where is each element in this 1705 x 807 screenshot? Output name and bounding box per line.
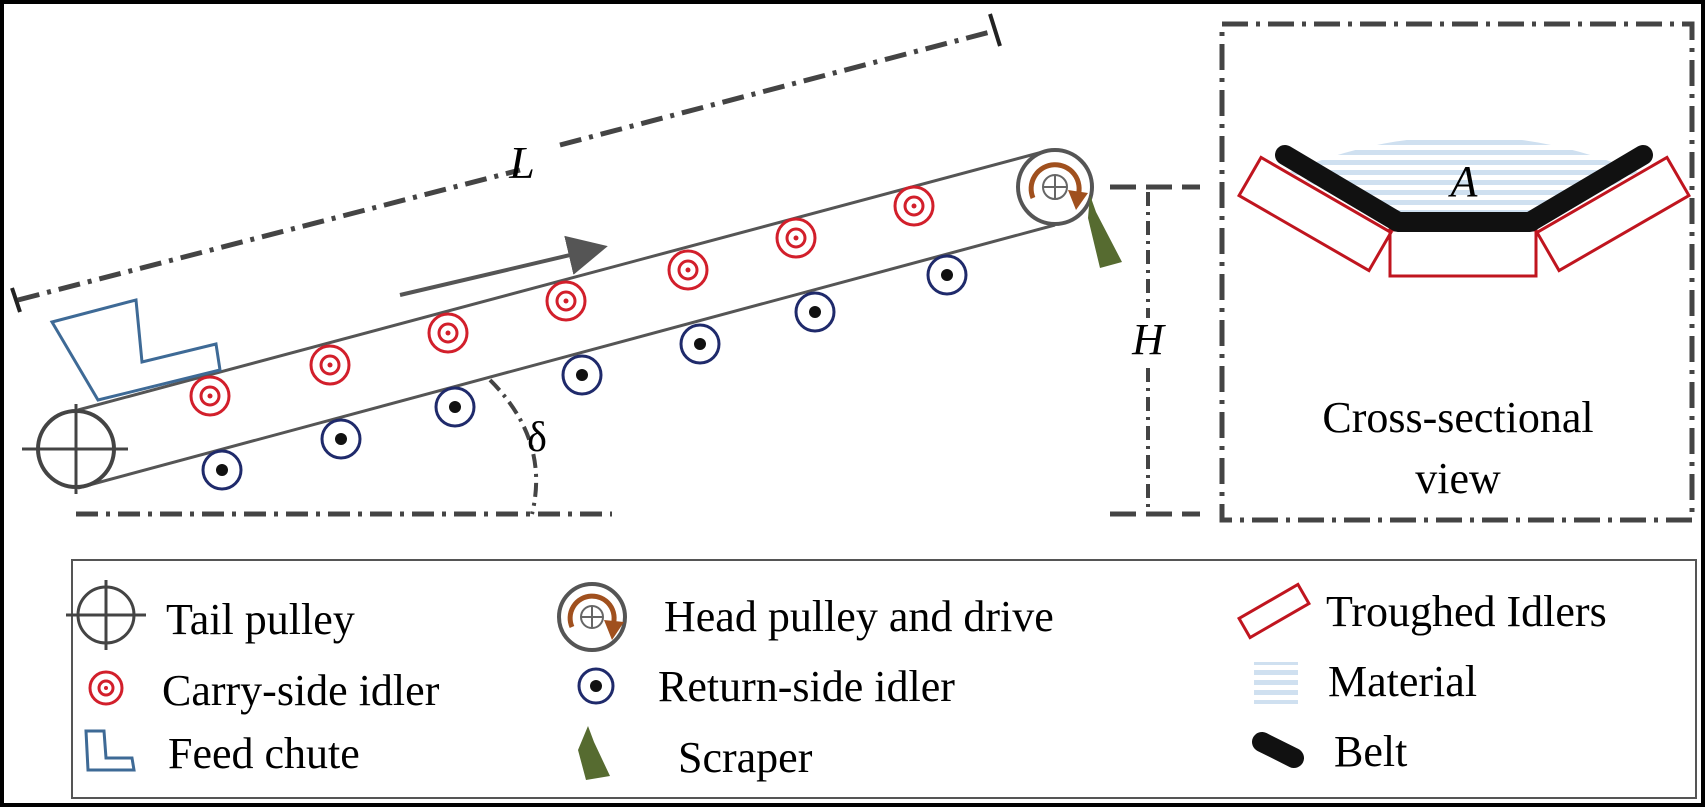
head-pulley (1016, 148, 1094, 226)
striped-square-icon (1254, 662, 1298, 704)
cross-section-title-line2: view (1415, 454, 1501, 503)
legend-scraper: Scraper (678, 733, 813, 782)
scraper (1088, 195, 1122, 268)
legend-head-pulley: Head pulley and drive (664, 592, 1054, 641)
length-label: L (508, 137, 535, 188)
crosshair-circle-icon (66, 580, 146, 650)
return-idlers (201, 254, 968, 491)
legend-material: Material (1328, 657, 1477, 706)
tail-pulley (22, 404, 128, 494)
thick-bar-icon (1252, 732, 1304, 768)
dot-ring-icon (577, 667, 615, 705)
return-idler (561, 354, 603, 396)
return-idler (320, 418, 362, 460)
cross-section-box (1219, 21, 1695, 523)
belt-cross-section (1275, 145, 1653, 232)
legend-return-idler: Return-side idler (658, 662, 955, 711)
tilted-rectangle-icon (1237, 582, 1311, 640)
belt-lines (77, 148, 1056, 490)
return-idler (679, 323, 721, 365)
legend-box (71, 559, 1697, 799)
area-label: A (1448, 157, 1479, 206)
chute-icon (84, 729, 136, 772)
direction-arrow (399, 235, 608, 297)
carry-idler (893, 185, 935, 227)
return-idler (201, 449, 243, 491)
carry-idler (667, 249, 709, 291)
cross-section-title-line1: Cross-sectional (1322, 393, 1593, 442)
carry-idler (309, 344, 351, 386)
legend-carry-idler: Carry-side idler (162, 666, 440, 715)
return-idler (434, 386, 476, 428)
length-dimension (10, 13, 1002, 313)
drive-pulley-icon (557, 582, 627, 652)
carry-idler (189, 375, 231, 417)
carry-idler (427, 312, 469, 354)
legend-tail-pulley: Tail pulley (166, 595, 355, 644)
carry-idler (545, 280, 587, 322)
legend-troughed-idlers: Troughed Idlers (1326, 587, 1607, 636)
height-label: H (1131, 315, 1166, 364)
feed-chute (49, 298, 222, 402)
angle-label: δ (527, 415, 547, 461)
return-idler (794, 291, 836, 333)
legend-feed-chute: Feed chute (168, 729, 360, 778)
return-idler (926, 254, 968, 296)
legend-belt: Belt (1334, 727, 1407, 776)
double-ring-icon (88, 670, 124, 706)
carry-idler (775, 217, 817, 259)
scraper-icon (578, 726, 610, 780)
height-dimension (1110, 184, 1200, 517)
carry-idlers (189, 185, 935, 417)
